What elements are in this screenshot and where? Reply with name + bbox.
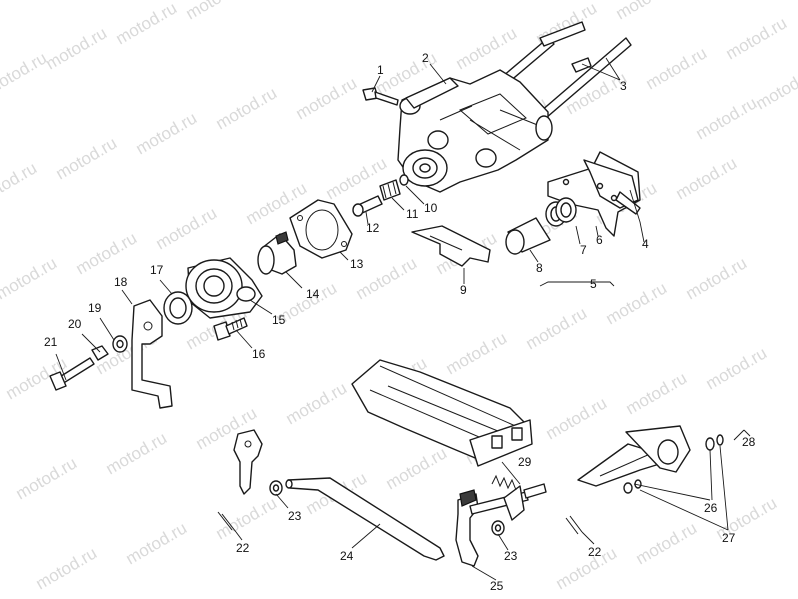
master-cylinder-body bbox=[397, 69, 553, 193]
watermark-text: motod.ru bbox=[723, 13, 791, 63]
watermark-text: motod.ru bbox=[0, 253, 60, 303]
callout-27: 27 bbox=[722, 531, 736, 545]
brake-rod bbox=[285, 477, 445, 561]
gasket bbox=[289, 199, 353, 259]
watermark-text: motod.ru bbox=[623, 368, 691, 418]
callout-3: 3 bbox=[620, 79, 627, 93]
bolt-16 bbox=[213, 317, 248, 341]
callout-7: 7 bbox=[580, 243, 587, 257]
brake-pedal-lever bbox=[455, 483, 547, 567]
watermark-text: motod.ru bbox=[613, 0, 681, 23]
callout-14: 14 bbox=[306, 287, 320, 301]
bolt-21-assembly bbox=[49, 335, 128, 391]
callout-1: 1 bbox=[377, 63, 384, 77]
watermark-text: motod.ru bbox=[323, 153, 391, 203]
callout-15: 15 bbox=[272, 313, 286, 327]
watermark-text: motod.ru bbox=[523, 303, 591, 353]
callout-10: 10 bbox=[424, 201, 438, 215]
pedal-plate bbox=[577, 425, 745, 494]
watermark-text: motod.ru bbox=[283, 378, 351, 428]
watermark-text: motod.ru bbox=[683, 253, 751, 303]
watermark-text: motod.ru bbox=[693, 93, 761, 143]
piston-and-seals bbox=[505, 197, 577, 255]
leader-lines bbox=[55, 57, 751, 581]
watermark-text: motod.ru bbox=[43, 23, 111, 73]
watermark-text: motod.ru bbox=[0, 158, 40, 208]
callout-8: 8 bbox=[536, 261, 543, 275]
callout-9: 9 bbox=[460, 283, 467, 297]
watermark-text: motod.ru bbox=[603, 278, 671, 328]
watermark-text: motod.ru bbox=[113, 0, 181, 48]
spring-and-pin bbox=[352, 174, 409, 217]
callout-17: 17 bbox=[150, 263, 164, 277]
watermark-text: motod.ru bbox=[633, 518, 701, 568]
washer-ring bbox=[163, 291, 193, 325]
callout-20: 20 bbox=[68, 317, 82, 331]
callout-5: 5 bbox=[590, 277, 597, 291]
cotter-pin-22-right bbox=[565, 515, 583, 535]
watermark-text: motod.ru bbox=[13, 453, 81, 503]
callout-23a: 23 bbox=[288, 509, 302, 523]
watermark-text: motod.ru bbox=[73, 228, 141, 278]
watermark-text: motod.ru bbox=[153, 203, 221, 253]
callout-19: 19 bbox=[88, 301, 102, 315]
washer-23-left bbox=[269, 480, 283, 496]
watermark-text: motod.ru bbox=[753, 63, 798, 113]
callout-22b: 22 bbox=[588, 545, 602, 559]
callout-25: 25 bbox=[490, 579, 504, 593]
callout-23b: 23 bbox=[504, 549, 518, 563]
callout-12: 12 bbox=[366, 221, 380, 235]
callout-2: 2 bbox=[422, 51, 429, 65]
callout-4: 4 bbox=[642, 237, 649, 251]
watermark-text: motod.ru bbox=[183, 0, 251, 23]
callout-11: 11 bbox=[406, 207, 419, 221]
washer-23-right bbox=[491, 520, 505, 536]
watermark-text: motod.ru bbox=[53, 133, 121, 183]
watermark-text: motod.ru bbox=[123, 518, 191, 568]
callout-21: 21 bbox=[44, 335, 58, 349]
watermark-text: motod.ru bbox=[453, 23, 521, 73]
watermark-text: motod.ru bbox=[383, 443, 451, 493]
watermark-text: motod.ru bbox=[103, 428, 171, 478]
watermark-text: motod.ru bbox=[293, 73, 361, 123]
valve-body bbox=[257, 231, 297, 275]
watermark-text: motod.ru bbox=[33, 543, 101, 593]
caliper-housing bbox=[185, 257, 263, 319]
watermark-text: motod.ru bbox=[703, 343, 771, 393]
watermark-text: motod.ru bbox=[643, 43, 711, 93]
callout-29: 29 bbox=[518, 455, 532, 469]
watermark-text: motod.ru bbox=[133, 108, 201, 158]
footrest-board bbox=[351, 359, 533, 467]
callout-13: 13 bbox=[350, 257, 364, 271]
reservoir-plate bbox=[411, 225, 491, 267]
lever-bracket bbox=[131, 299, 173, 409]
callout-22a: 22 bbox=[236, 541, 250, 555]
bolt-1 bbox=[362, 87, 399, 106]
callout-24: 24 bbox=[340, 549, 354, 563]
mounting-bracket bbox=[547, 151, 641, 237]
callout-18: 18 bbox=[114, 275, 128, 289]
watermark-text: motod.ru bbox=[443, 328, 511, 378]
watermark-text: motod.ru bbox=[553, 543, 621, 593]
cotter-pin-22-left bbox=[217, 511, 237, 533]
watermark-text: motod.ru bbox=[673, 153, 741, 203]
left-link-bracket bbox=[233, 429, 263, 495]
callout-28: 28 bbox=[742, 435, 756, 449]
spring-29 bbox=[491, 474, 517, 491]
watermark-text: motod.ru bbox=[213, 83, 281, 133]
callout-26: 26 bbox=[704, 501, 718, 515]
callout-16: 16 bbox=[252, 347, 266, 361]
callout-6: 6 bbox=[596, 233, 603, 247]
watermark-text: motod.ru bbox=[543, 393, 611, 443]
